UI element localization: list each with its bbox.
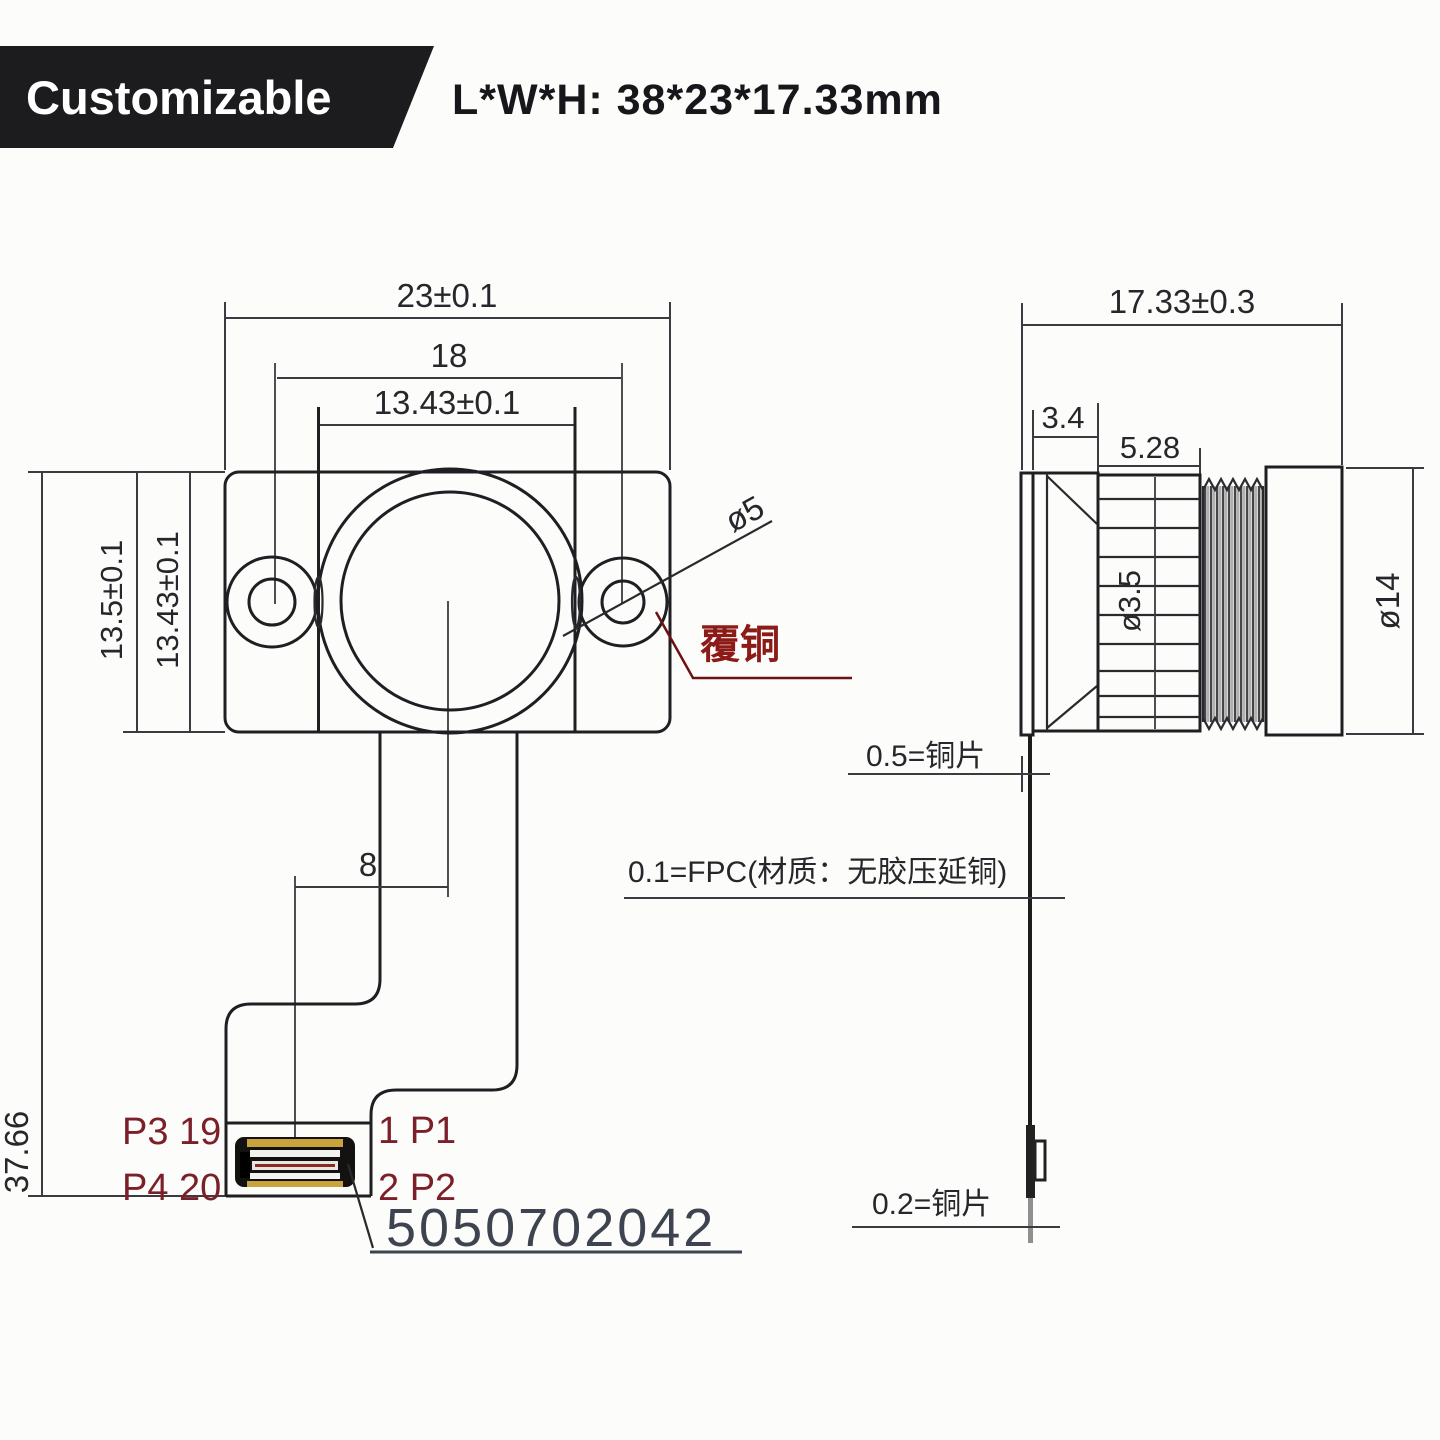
left-hole-inner xyxy=(247,577,297,627)
pcb-strip xyxy=(1019,471,1035,737)
left-hole-outer xyxy=(225,555,319,649)
fpc-tail-right-edge xyxy=(369,733,519,1196)
dim-34-label: 3.4 xyxy=(1041,400,1084,435)
pin-label-p1: 1 P1 xyxy=(378,1110,456,1152)
note-copper-02: 0.2=铜片 xyxy=(872,1188,991,1221)
pin-label-p2: 2 P2 xyxy=(378,1167,456,1209)
ext-lines-23 xyxy=(224,302,671,470)
ext-lines-d14 xyxy=(1346,467,1424,735)
dim-528-label: 5.28 xyxy=(1120,430,1180,465)
copper-label: 覆铜 xyxy=(699,623,780,667)
barrel-ribs xyxy=(1098,497,1200,719)
note-fpc: 0.1=FPC(材质：无胶压延铜) xyxy=(628,856,1007,889)
pin-label-p4: P4 20 xyxy=(122,1167,221,1209)
connector-side-tab xyxy=(1033,1139,1047,1182)
connector-graphic xyxy=(235,1137,355,1187)
side-view: 17.33±0.3 3.4 5.28 ø3.5 xyxy=(624,283,1424,1243)
partno-leader xyxy=(346,1163,375,1249)
dim-1733-label: 17.33±0.3 xyxy=(1109,283,1256,320)
title-banner: Customizable L*W*H: 38*23*17.33mm xyxy=(0,46,943,148)
note-copper-05: 0.5=铜片 xyxy=(866,740,985,773)
connector-bar-3 xyxy=(250,1173,340,1179)
overall-size-text: L*W*H: 38*23*17.33mm xyxy=(452,76,943,124)
dim-18-label: 18 xyxy=(431,337,468,374)
tangent-left xyxy=(313,575,324,629)
copper-strip-bottom xyxy=(1028,1198,1033,1243)
dim-135-label: 13.5±0.1 xyxy=(94,540,129,660)
thread-side-lines xyxy=(1201,486,1265,722)
ext-lines-1733 xyxy=(1021,303,1343,470)
dim-1343-top-label: 13.43±0.1 xyxy=(374,384,521,421)
fpc-stiffener-side xyxy=(1026,1125,1035,1198)
lens-inner-circle xyxy=(339,490,561,712)
connector-gold-top xyxy=(247,1139,343,1147)
lens-outer-circle xyxy=(316,467,584,735)
dim-d14-label: ø14 xyxy=(1369,573,1406,630)
right-hole-inner xyxy=(600,579,646,625)
connector-bar-1 xyxy=(250,1150,340,1157)
copper-leader xyxy=(654,611,852,680)
dim-8-label: 8 xyxy=(359,846,377,883)
hole-dia-label: ø5 xyxy=(718,488,770,539)
dim-23-label: 23±0.1 xyxy=(397,277,498,314)
connector-end-left xyxy=(240,1152,250,1178)
pin-label-p3: P3 19 xyxy=(122,1111,221,1153)
connector-red-line xyxy=(255,1164,335,1167)
holder-chamfers xyxy=(1046,475,1098,729)
thread-crests-top xyxy=(1202,476,1264,493)
fpc-tail-left-edge xyxy=(224,733,382,1196)
front-view: 23±0.1 18 13.43±0.1 13.5±0.1 13.43±0.1 3… xyxy=(0,277,852,1258)
barrel-ribbed xyxy=(1096,473,1202,733)
banner-background xyxy=(0,46,434,148)
part-number: 5050702042 xyxy=(386,1198,716,1258)
thread-crests-bottom xyxy=(1202,715,1264,732)
thread-section xyxy=(1203,486,1263,722)
dim-1343-left-label: 13.43±0.1 xyxy=(150,531,185,669)
sensor-base-edges xyxy=(317,407,577,732)
connector-gold-bottom xyxy=(247,1181,343,1187)
front-lens-barrel xyxy=(1264,465,1344,737)
dim-3766-label: 37.66 xyxy=(0,1111,35,1194)
banner-label: Customizable xyxy=(26,71,332,124)
tangent-right xyxy=(570,575,582,629)
dim-d35-label: ø3.5 xyxy=(1112,570,1147,632)
hole-dia-leader xyxy=(562,520,773,637)
